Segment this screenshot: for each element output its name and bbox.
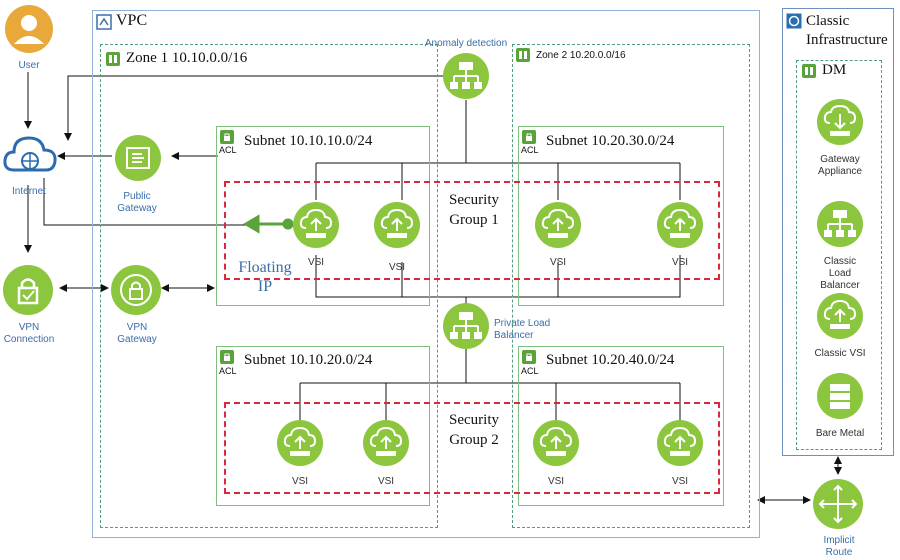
- acl-lock-icon: [220, 350, 234, 364]
- floating-ip-label: Floating IP: [238, 259, 292, 295]
- security-group-2-text: Security Group 2: [449, 412, 499, 448]
- private-load-balancer-label: Private Load Balancer: [494, 318, 551, 341]
- zone-1-icon: [106, 52, 120, 66]
- acl-label: ACL: [521, 366, 539, 376]
- acl-label: ACL: [219, 145, 237, 155]
- vsi-label: VSI: [307, 257, 325, 268]
- bare-metal-icon: [816, 372, 864, 420]
- zone-2-label: Zone 2 10.20.0.0/16: [536, 50, 626, 61]
- acl-lock-icon: [522, 350, 536, 364]
- vsi-label: VSI: [547, 476, 565, 487]
- subnet-box: [216, 346, 430, 506]
- subnet-label: Subnet 10.20.30.0/24: [546, 133, 675, 149]
- vsi-icon: [532, 419, 580, 467]
- zone-2: [512, 44, 750, 528]
- acl-lock-icon: [522, 130, 536, 144]
- classic-load-balancer-icon: [816, 200, 864, 248]
- security-group-2-label: Security Group 2: [430, 410, 518, 450]
- subnet-box: [518, 126, 724, 306]
- vpc-boundary: [92, 10, 760, 538]
- user-label: User: [18, 60, 40, 71]
- classic-load-balancer-label: Classic Load Balancer: [820, 256, 860, 291]
- vsi-icon: [656, 201, 704, 249]
- dm-label: DM: [822, 62, 847, 78]
- vsi-label: VSI: [671, 257, 689, 268]
- vsi-icon: [362, 419, 410, 467]
- vsi-icon: [656, 419, 704, 467]
- vpc-icon: [96, 14, 112, 30]
- vsi-label: VSI: [377, 476, 395, 487]
- zone-1-label: Zone 1 10.10.0.0/16: [126, 50, 248, 66]
- vsi-icon: [534, 201, 582, 249]
- implicit-route-label: Implicit Route: [823, 535, 855, 558]
- anomaly-detection-label: Anomaly detection: [424, 38, 508, 49]
- security-group-1-text: Security Group 1: [449, 192, 499, 228]
- vsi-label: VSI: [671, 476, 689, 487]
- classic-refresh-icon: [786, 13, 802, 29]
- vsi-label: VSI: [291, 476, 309, 487]
- vsi-icon: [373, 201, 421, 249]
- classic-vsi-label: Classic VSI: [814, 348, 866, 359]
- public-gateway-label: Public Gateway: [117, 191, 157, 214]
- acl-label: ACL: [521, 145, 539, 155]
- vpn-connection-icon: [2, 264, 54, 316]
- subnet-label: Subnet 10.20.40.0/24: [546, 352, 675, 368]
- public-gateway-icon: [114, 134, 162, 182]
- subnet-box: [518, 346, 724, 506]
- dm-icon: [802, 64, 816, 78]
- zone-2-icon: [516, 48, 530, 62]
- security-group-1-label: Security Group 1: [430, 190, 518, 230]
- classic-vsi-icon: [816, 292, 864, 340]
- internet-label: Internet: [12, 186, 46, 197]
- classic-infrastructure-boundary: [782, 8, 894, 456]
- vsi-icon: [292, 201, 340, 249]
- acl-label: ACL: [219, 366, 237, 376]
- vpc-title: VPC: [116, 12, 148, 29]
- anomaly-detection-icon: [442, 52, 490, 100]
- acl-lock-icon: [220, 130, 234, 144]
- dm-boundary: [796, 60, 882, 450]
- gateway-appliance-label: Gateway Appliance: [818, 154, 862, 177]
- vsi-label: VSI: [549, 257, 567, 268]
- vpn-connection-label: VPN Connection: [3, 322, 55, 345]
- security-group-1: [224, 181, 720, 280]
- subnet-box: [216, 126, 430, 306]
- subnet-label: Subnet 10.10.10.0/24: [244, 133, 373, 149]
- private-load-balancer-icon: [442, 302, 490, 350]
- implicit-route-icon: [812, 478, 864, 530]
- security-group-2: [224, 402, 720, 494]
- internet-cloud-icon: [2, 130, 58, 180]
- vpn-gateway-label: VPN Gateway: [117, 322, 157, 345]
- vsi-icon: [276, 419, 324, 467]
- subnet-label: Subnet 10.10.20.0/24: [244, 352, 373, 368]
- zone-1: [100, 44, 438, 528]
- bare-metal-label: Bare Metal: [815, 428, 865, 439]
- user-icon: [4, 4, 54, 54]
- vpn-gateway-icon: [110, 264, 162, 316]
- vsi-label: VSI: [388, 262, 406, 273]
- classic-infrastructure-title: Classic Infrastructure: [806, 13, 888, 48]
- gateway-appliance-icon: [816, 98, 864, 146]
